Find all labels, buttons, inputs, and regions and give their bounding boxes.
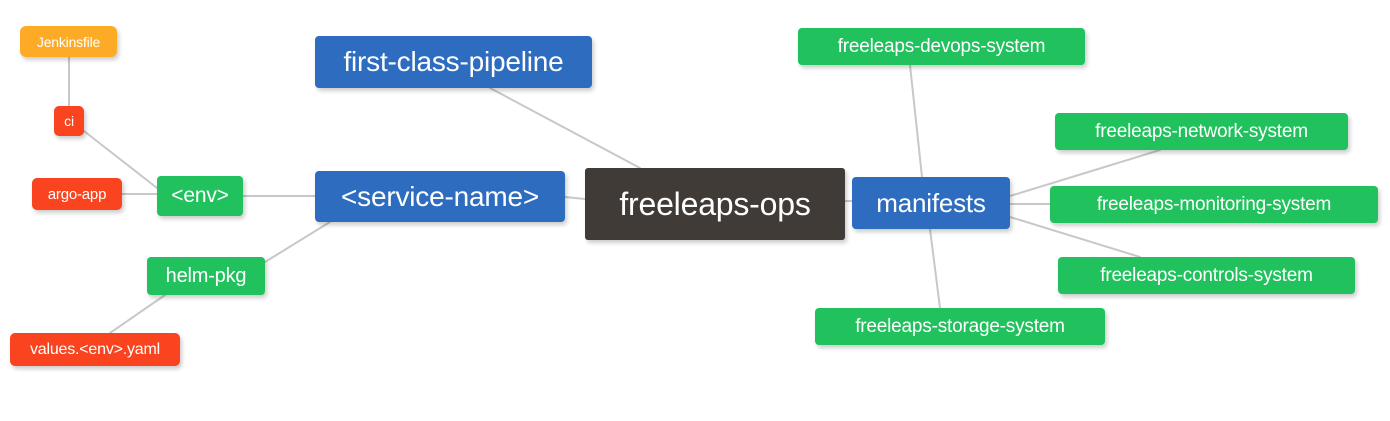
node-first-class-pipeline[interactable]: first-class-pipeline	[315, 36, 592, 88]
node-network-system[interactable]: freeleaps-network-system	[1055, 113, 1348, 150]
node-devops-system[interactable]: freeleaps-devops-system	[798, 28, 1085, 65]
node-helm-pkg[interactable]: helm-pkg	[147, 257, 265, 295]
edge-manifests-to-controls-system	[1009, 216, 1141, 258]
edge-service-name-to-freeleaps-ops	[564, 196, 586, 200]
node-ci[interactable]: ci	[54, 106, 84, 136]
node-controls-system[interactable]: freeleaps-controls-system	[1058, 257, 1355, 294]
edge-manifests-to-storage-system	[929, 228, 941, 309]
node-monitoring-system[interactable]: freeleaps-monitoring-system	[1050, 186, 1378, 223]
node-env[interactable]: <env>	[157, 176, 243, 216]
node-storage-system[interactable]: freeleaps-storage-system	[815, 308, 1105, 345]
node-jenkinsfile[interactable]: Jenkinsfile	[20, 26, 117, 57]
edge-service-name-to-helm-pkg	[264, 221, 331, 263]
node-freeleaps-ops[interactable]: freeleaps-ops	[585, 168, 845, 240]
node-argo-app[interactable]: argo-app	[32, 178, 122, 210]
edge-manifests-to-devops-system	[909, 64, 923, 178]
node-service-name[interactable]: <service-name>	[315, 171, 565, 222]
node-manifests[interactable]: manifests	[852, 177, 1010, 229]
edge-helm-pkg-to-values-env-yaml	[109, 294, 166, 334]
edge-first-class-pipeline-to-freeleaps-ops	[489, 87, 641, 169]
node-values-env-yaml[interactable]: values.<env>.yaml	[10, 333, 180, 366]
